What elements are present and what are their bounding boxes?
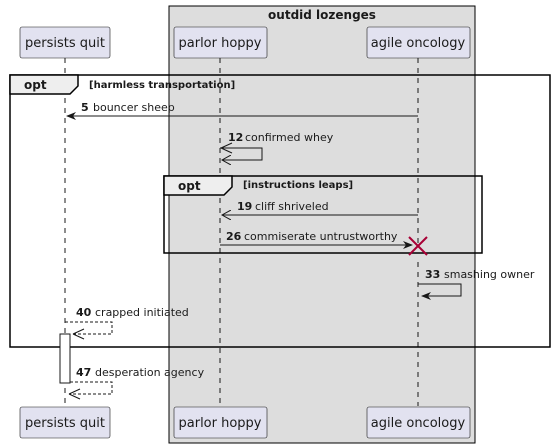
participant-agile-oncology-bottom: agile oncology (366, 406, 471, 439)
message-26: 26 commiserate untrustworthy (220, 230, 428, 256)
participant-label: agile oncology (371, 36, 466, 51)
fragment-keyword: opt (178, 179, 201, 193)
fragment-inner: opt [instructions leaps] (163, 175, 483, 254)
participant-label: agile oncology (371, 416, 466, 431)
message-label: bouncer sheep (93, 101, 175, 114)
fragment-tab (163, 175, 233, 196)
message-label: smashing owner (444, 268, 535, 281)
group-title: outdid lozenges (268, 8, 376, 22)
message-47: 47 desperation agency (68, 366, 205, 400)
participant-label: parlor hoppy (179, 36, 262, 51)
destroy-icon (408, 236, 428, 256)
message-number: 19 (237, 200, 252, 213)
message-label: commiserate untrustworthy (244, 230, 398, 243)
fragment-guard: [instructions leaps] (243, 180, 353, 191)
message-label: confirmed whey (245, 131, 334, 144)
activation-bar (59, 333, 71, 384)
participant-label: persists quit (25, 416, 105, 431)
participant-parlor-hoppy-bottom: parlor hoppy (173, 406, 268, 439)
participant-parlor-hoppy-top: parlor hoppy (173, 26, 268, 59)
fragment-keyword: opt (24, 78, 47, 92)
message-33: 33 smashing owner (418, 268, 535, 300)
message-number: 33 (425, 268, 440, 281)
message-label: crapped initiated (95, 306, 189, 319)
message-number: 12 (228, 131, 243, 144)
participant-persists-quit-top: persists quit (19, 26, 111, 59)
fragment-outer: opt [harmless transportation] (9, 74, 551, 348)
message-19: 19 cliff shriveled (222, 200, 418, 215)
message-number: 26 (226, 230, 242, 243)
participant-persists-quit-bottom: persists quit (19, 406, 111, 439)
group-box (168, 5, 476, 444)
message-number: 5 (81, 101, 89, 114)
participant-agile-oncology-top: agile oncology (366, 26, 471, 59)
participant-label: parlor hoppy (179, 416, 262, 431)
fragment-frame (9, 74, 551, 348)
participant-group: outdid lozenges (168, 5, 476, 444)
message-label: cliff shriveled (255, 200, 329, 213)
fragment-guard: [harmless transportation] (89, 80, 235, 91)
message-5: 5 bouncer sheep (66, 101, 418, 120)
participant-label: persists quit (25, 36, 105, 51)
fragment-frame (163, 175, 483, 254)
message-12: 12 confirmed whey (220, 131, 334, 160)
message-number: 40 (76, 306, 92, 319)
fragment-tab (9, 74, 79, 95)
message-40: 40 crapped initiated (65, 306, 189, 340)
message-label: desperation agency (95, 366, 205, 379)
message-number: 47 (76, 366, 91, 379)
